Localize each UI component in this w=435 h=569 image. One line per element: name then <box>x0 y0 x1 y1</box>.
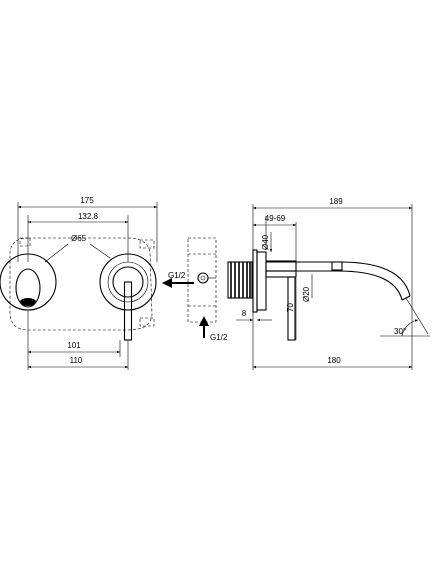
dim-diameter-40: Ø40 <box>261 232 273 252</box>
svg-text:G1/2: G1/2 <box>168 271 186 280</box>
dim-70: 70 <box>286 278 297 340</box>
inlet-bottom-arrow: G1/2 <box>199 316 228 342</box>
dim-overall-length: 189 <box>253 197 412 210</box>
dim-101: 101 <box>28 341 120 354</box>
dim-110: 110 <box>28 356 128 369</box>
wall-box <box>187 237 217 323</box>
svg-text:8: 8 <box>242 309 247 318</box>
svg-text:30°: 30° <box>394 327 406 336</box>
svg-text:175: 175 <box>80 196 94 205</box>
dim-diameter-65: Ø65 <box>44 234 111 263</box>
threaded-cartridge <box>227 261 253 299</box>
svg-text:189: 189 <box>329 197 343 206</box>
dim-8: 8 <box>236 309 272 322</box>
svg-text:Ø40: Ø40 <box>261 234 270 250</box>
svg-text:70: 70 <box>286 303 295 312</box>
dim-wall-range: 49-69 <box>253 214 296 227</box>
dim-diameter-20: Ø20 <box>302 274 313 302</box>
dim-angle: 30° <box>380 297 430 337</box>
svg-text:180: 180 <box>327 356 341 365</box>
front-view: 175 132.8 Ø65 <box>0 196 158 370</box>
svg-text:Ø20: Ø20 <box>302 286 311 302</box>
lever-rosette <box>99 253 157 341</box>
dim-overall-width: 175 <box>18 196 157 209</box>
svg-text:110: 110 <box>70 356 83 365</box>
spout-rosette <box>0 253 57 311</box>
wall-plate <box>252 249 267 313</box>
lever-body <box>265 260 297 341</box>
dim-centers: 132.8 <box>28 212 128 224</box>
dim-180: 180 <box>253 356 412 369</box>
side-view: G1/2 G1/2 <box>162 197 430 370</box>
svg-text:101: 101 <box>67 341 81 350</box>
inlet-top-arrow: G1/2 <box>162 271 194 288</box>
svg-text:132.8: 132.8 <box>78 212 99 221</box>
svg-text:49-69: 49-69 <box>265 214 286 223</box>
svg-text:Ø65: Ø65 <box>71 234 87 243</box>
svg-text:G1/2: G1/2 <box>210 333 228 342</box>
